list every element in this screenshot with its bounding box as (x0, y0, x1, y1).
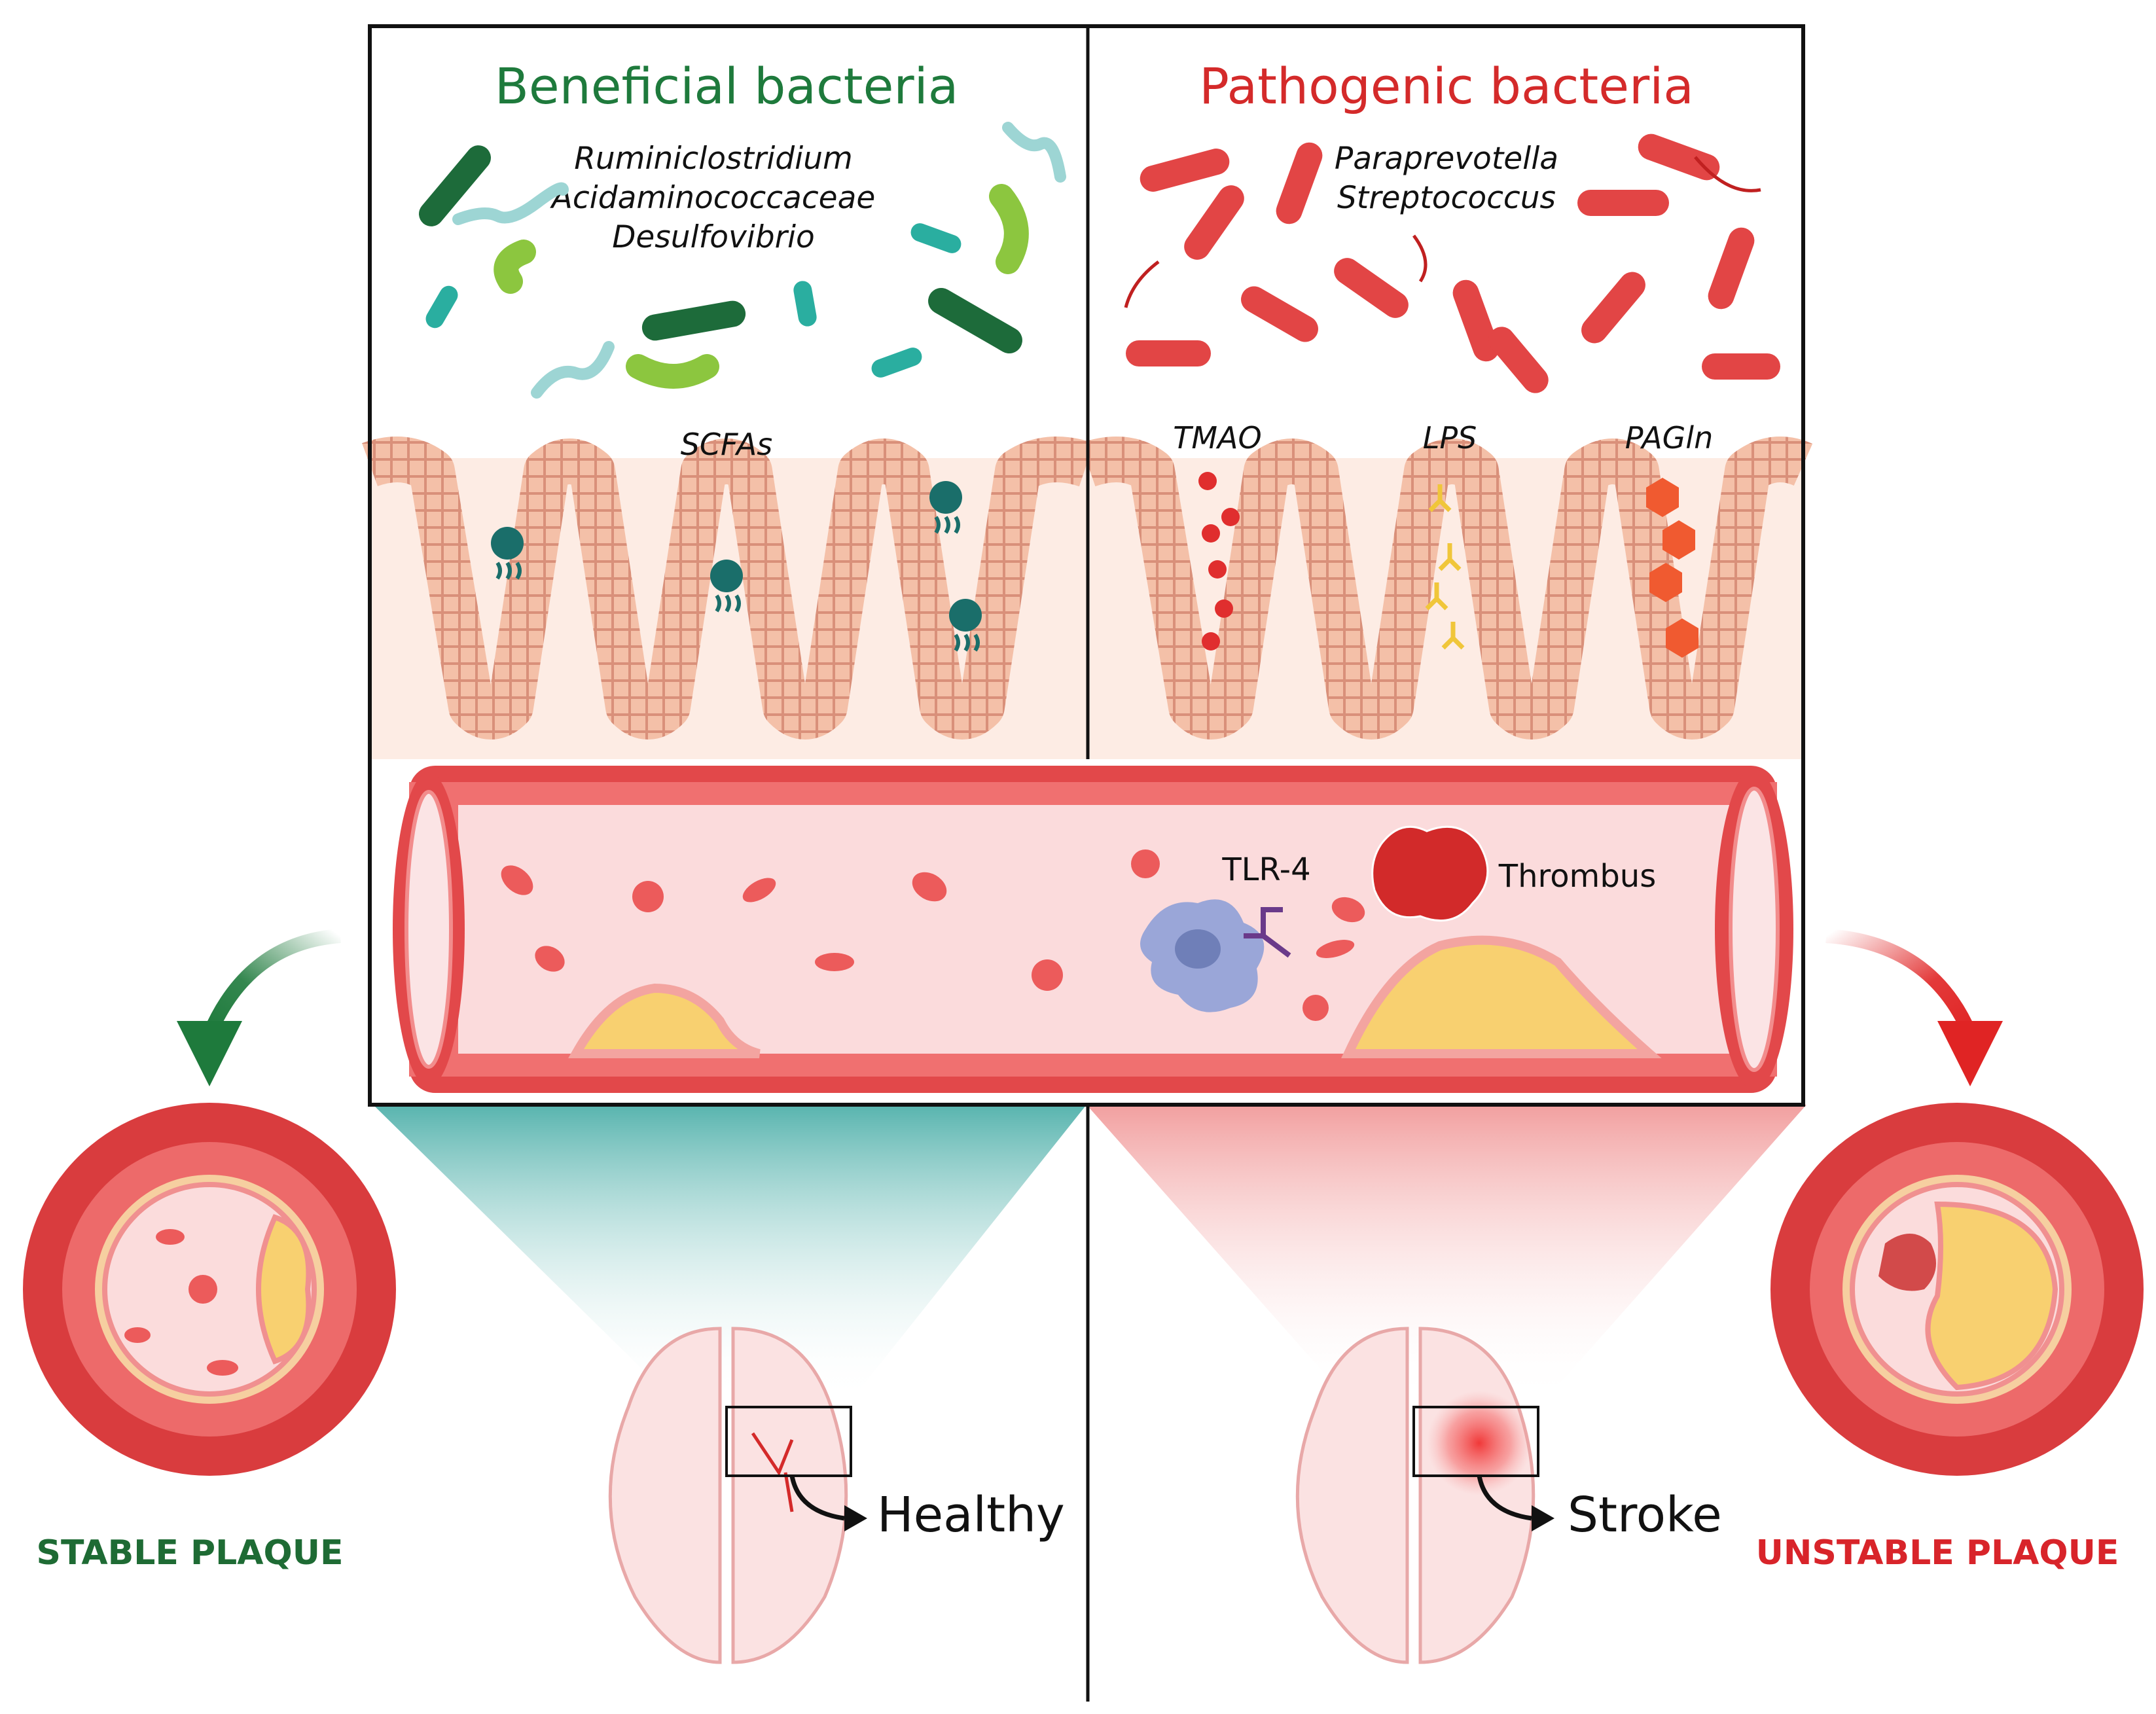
red-zoom-funnel (1087, 1105, 1806, 1401)
thrombus (1371, 825, 1489, 922)
pathogenic-bacteria (1124, 134, 1780, 393)
beneficial-bacteria (419, 122, 1066, 399)
pagln-molecules (1646, 478, 1698, 658)
stroke-zoom-box (1412, 1406, 1539, 1477)
villi-left (362, 437, 1094, 740)
arrow-to-stable-plaque (202, 929, 341, 1037)
small-plaque (568, 983, 761, 1058)
unstable-plaque-cross-section (1770, 1103, 2144, 1476)
beneficial-title: Beneficial bacteria (495, 57, 959, 115)
arrow-to-unstable-plaque (1825, 929, 1977, 1037)
scfa-molecules (491, 481, 982, 652)
arrow-head-green (177, 1021, 242, 1086)
taxon-desulfovibrio: Desulfovibrio (612, 219, 815, 255)
thrombus-label: Thrombus (1498, 858, 1656, 895)
tlr4-receptor (1244, 907, 1291, 958)
pagln-label: PAGln (1625, 420, 1714, 455)
arrow-head-red (1937, 1021, 2003, 1086)
tmao-label: TMAO (1173, 420, 1261, 455)
healthy-brain (608, 1327, 867, 1664)
healthy-label: Healthy (877, 1487, 1065, 1543)
red-blood-cells (501, 849, 1365, 1021)
pathogenic-title: Pathogenic bacteria (1199, 57, 1694, 115)
stroke-brain (1295, 1327, 1554, 1664)
stable-plaque-cross-section (23, 1103, 396, 1476)
taxon-streptococcus: Streptococcus (1337, 180, 1556, 216)
gut-panel: Beneficial bacteria Pathogenic bacteria … (362, 24, 1813, 1107)
teal-zoom-funnel (373, 1105, 1087, 1401)
lps-molecules (1425, 484, 1465, 650)
large-plaque (1341, 935, 1662, 1058)
taxon-acidaminococcaceae: Acidaminococcaceae (550, 180, 876, 216)
stroke-label: Stroke (1568, 1487, 1722, 1543)
tmao-molecules (1198, 472, 1240, 651)
blood-vessel: TLR-4 Thrombus (368, 24, 1805, 1107)
unstable-plaque-label: UNSTABLE PLAQUE (1756, 1533, 2119, 1573)
lps-label: LPS (1423, 420, 1477, 455)
taxon-paraprevotella: Paraprevotella (1335, 141, 1558, 177)
stable-plaque-label: STABLE PLAQUE (37, 1533, 344, 1573)
villi-right (1080, 437, 1813, 740)
taxon-ruminiclostridium: Ruminiclostridium (574, 141, 853, 177)
scfas-label: SCFAs (681, 427, 773, 462)
tlr4-label: TLR-4 (1221, 851, 1310, 888)
healthy-zoom-box (725, 1406, 852, 1477)
